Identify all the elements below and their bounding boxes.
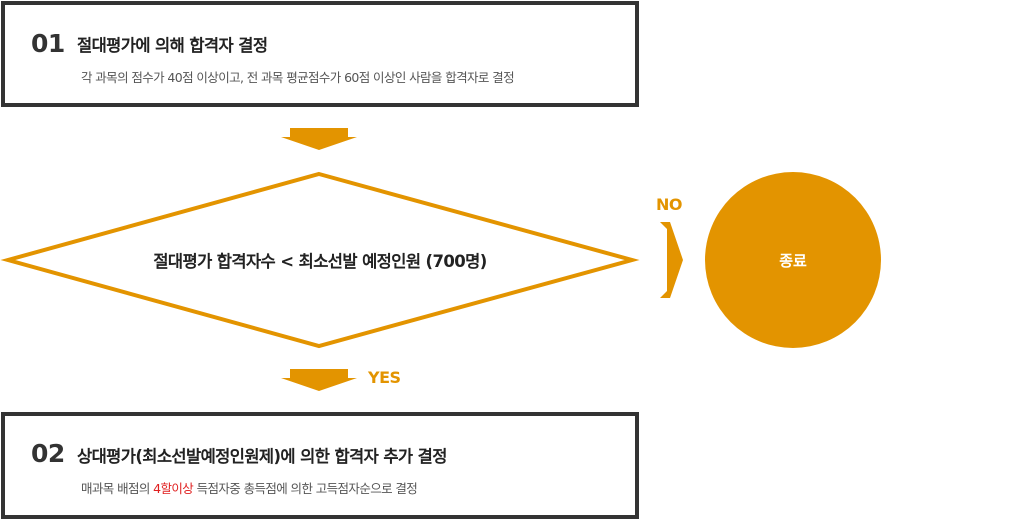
step-2-description-after: 득점자중 총득점에 의한 고득점자순으로 결정: [193, 481, 418, 496]
step-2-description-before: 매과목 배점의: [81, 481, 154, 496]
step-1-title: 절대평가에 의해 합격자 결정: [77, 36, 268, 55]
step-1-description: 각 과목의 점수가 40점 이상이고, 전 과목 평균점수가 60점 이상인 사…: [81, 70, 515, 85]
arrow-down-1: [281, 128, 357, 150]
no-label: NO: [656, 195, 683, 214]
arrow-right-no: [660, 222, 683, 298]
step-1-number: 01: [31, 29, 65, 58]
end-circle: [705, 172, 881, 348]
decision-diamond: [0, 171, 640, 349]
step-1-box: 01 절대평가에 의해 합격자 결정 각 과목의 점수가 40점 이상이고, 전…: [1, 1, 639, 107]
step-2-number: 02: [31, 439, 65, 468]
step-2-description-highlight: 4할이상: [153, 481, 194, 496]
arrow-down-yes: [281, 369, 357, 391]
yes-label: YES: [368, 368, 401, 387]
decision-condition: 절대평가 합격자수 < 최소선발 예정인원 (700명): [153, 252, 487, 271]
step-2-box: 02 상대평가(최소선발예정인원제)에 의한 합격자 추가 결정 매과목 배점의…: [1, 412, 639, 519]
step-2-title: 상대평가(최소선발예정인원제)에 의한 합격자 추가 결정: [77, 447, 447, 466]
end-label: 종료: [779, 252, 807, 270]
step-2-description: 매과목 배점의 4할이상 득점자중 총득점에 의한 고득점자순으로 결정: [81, 478, 418, 497]
